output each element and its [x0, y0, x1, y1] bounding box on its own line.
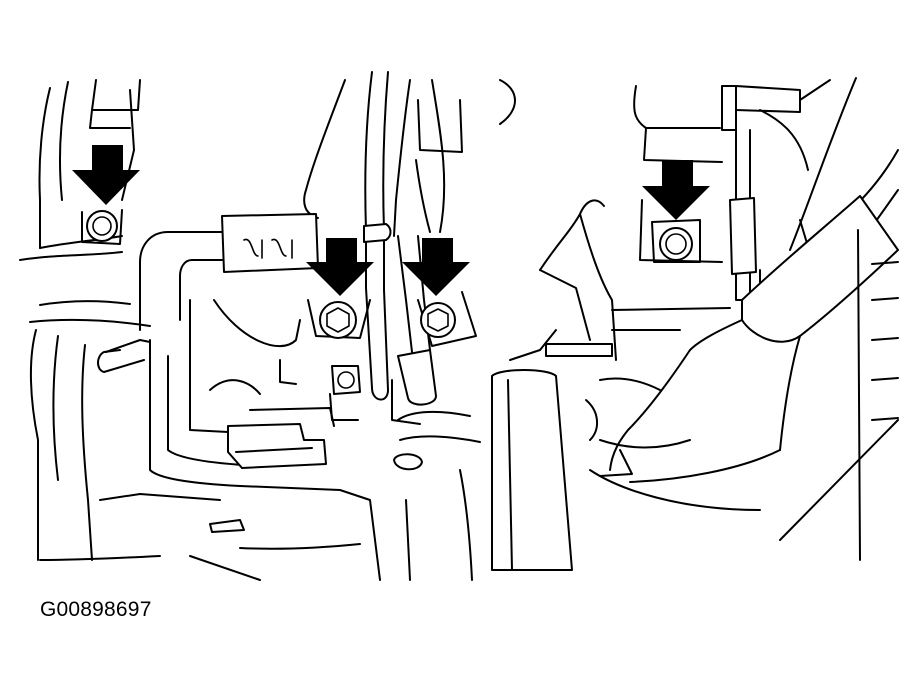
bolt-right — [651, 219, 701, 263]
arrow-bolt-center-left — [306, 238, 374, 296]
center-mount-plate — [209, 291, 477, 395]
lower-center-housing — [97, 299, 481, 581]
central-tube-assembly — [303, 71, 516, 406]
figure-id-label: G00898697 — [40, 598, 152, 621]
arrow-bolt-left-upper — [72, 145, 140, 205]
arrow-bolt-right — [642, 160, 710, 220]
arrow-bolt-center-right — [402, 238, 470, 296]
bolt-left-upper — [81, 209, 123, 245]
right-bracket-assembly — [611, 77, 899, 331]
center-strut — [491, 199, 617, 571]
electrical-connector — [139, 213, 319, 331]
right-diagonal-shaft — [585, 195, 899, 561]
